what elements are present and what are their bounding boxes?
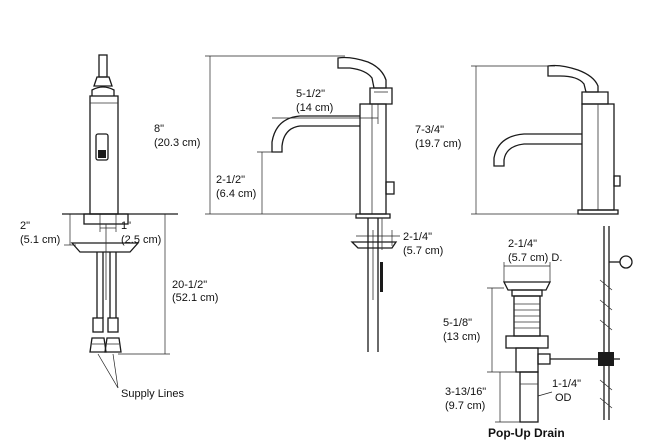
- label-base-dia-cm: (5.7 cm): [403, 245, 443, 257]
- label-drain-body-in: 5-1/8": [443, 317, 472, 329]
- label-right-height-cm: (19.7 cm): [415, 138, 461, 150]
- label-base-dia-in: 2-1/4": [403, 231, 432, 243]
- front-view-dimensions: [64, 213, 170, 389]
- right-view-dimensions: [471, 65, 578, 215]
- right-view-faucet: [493, 64, 621, 215]
- label-drain-dia-cm: (5.7 cm) D.: [508, 252, 562, 264]
- label-drain-tail-cm: (9.7 cm): [445, 400, 485, 412]
- popup-drain: [502, 226, 633, 423]
- label-height-in: 8": [154, 123, 164, 135]
- label-hole-in: 1": [121, 220, 131, 232]
- front-view-faucet: [62, 54, 178, 353]
- label-drain-od-in: 1-1/4": [552, 378, 581, 390]
- label-drain-od-text: OD: [555, 392, 572, 404]
- label-spout-height-cm: (6.4 cm): [216, 188, 256, 200]
- label-drain-body-cm: (13 cm): [443, 331, 480, 343]
- label-spout-reach-cm: (14 cm): [296, 102, 333, 114]
- label-base-height-cm: (5.1 cm): [20, 234, 60, 246]
- side-view-faucet: [271, 56, 398, 352]
- label-popup-drain: Pop-Up Drain: [488, 426, 565, 440]
- label-drain-tail-in: 3-13/16": [445, 386, 486, 398]
- label-base-height-in: 2": [20, 220, 30, 232]
- label-supply-length-cm: (52.1 cm): [172, 292, 218, 304]
- label-drain-dia-in: 2-1/4": [508, 238, 537, 250]
- label-right-height-in: 7-3/4": [415, 124, 444, 136]
- label-supply-length-in: 20-1/2": [172, 279, 207, 291]
- label-supply-lines: Supply Lines: [121, 388, 184, 400]
- label-height-cm: (20.3 cm): [154, 137, 200, 149]
- label-spout-height-in: 2-1/2": [216, 174, 245, 186]
- popup-drain-dimensions: [487, 262, 553, 423]
- label-spout-reach-in: 5-1/2": [296, 88, 325, 100]
- label-hole-cm: (2.5 cm): [121, 234, 161, 246]
- side-view-dimensions: [205, 55, 400, 246]
